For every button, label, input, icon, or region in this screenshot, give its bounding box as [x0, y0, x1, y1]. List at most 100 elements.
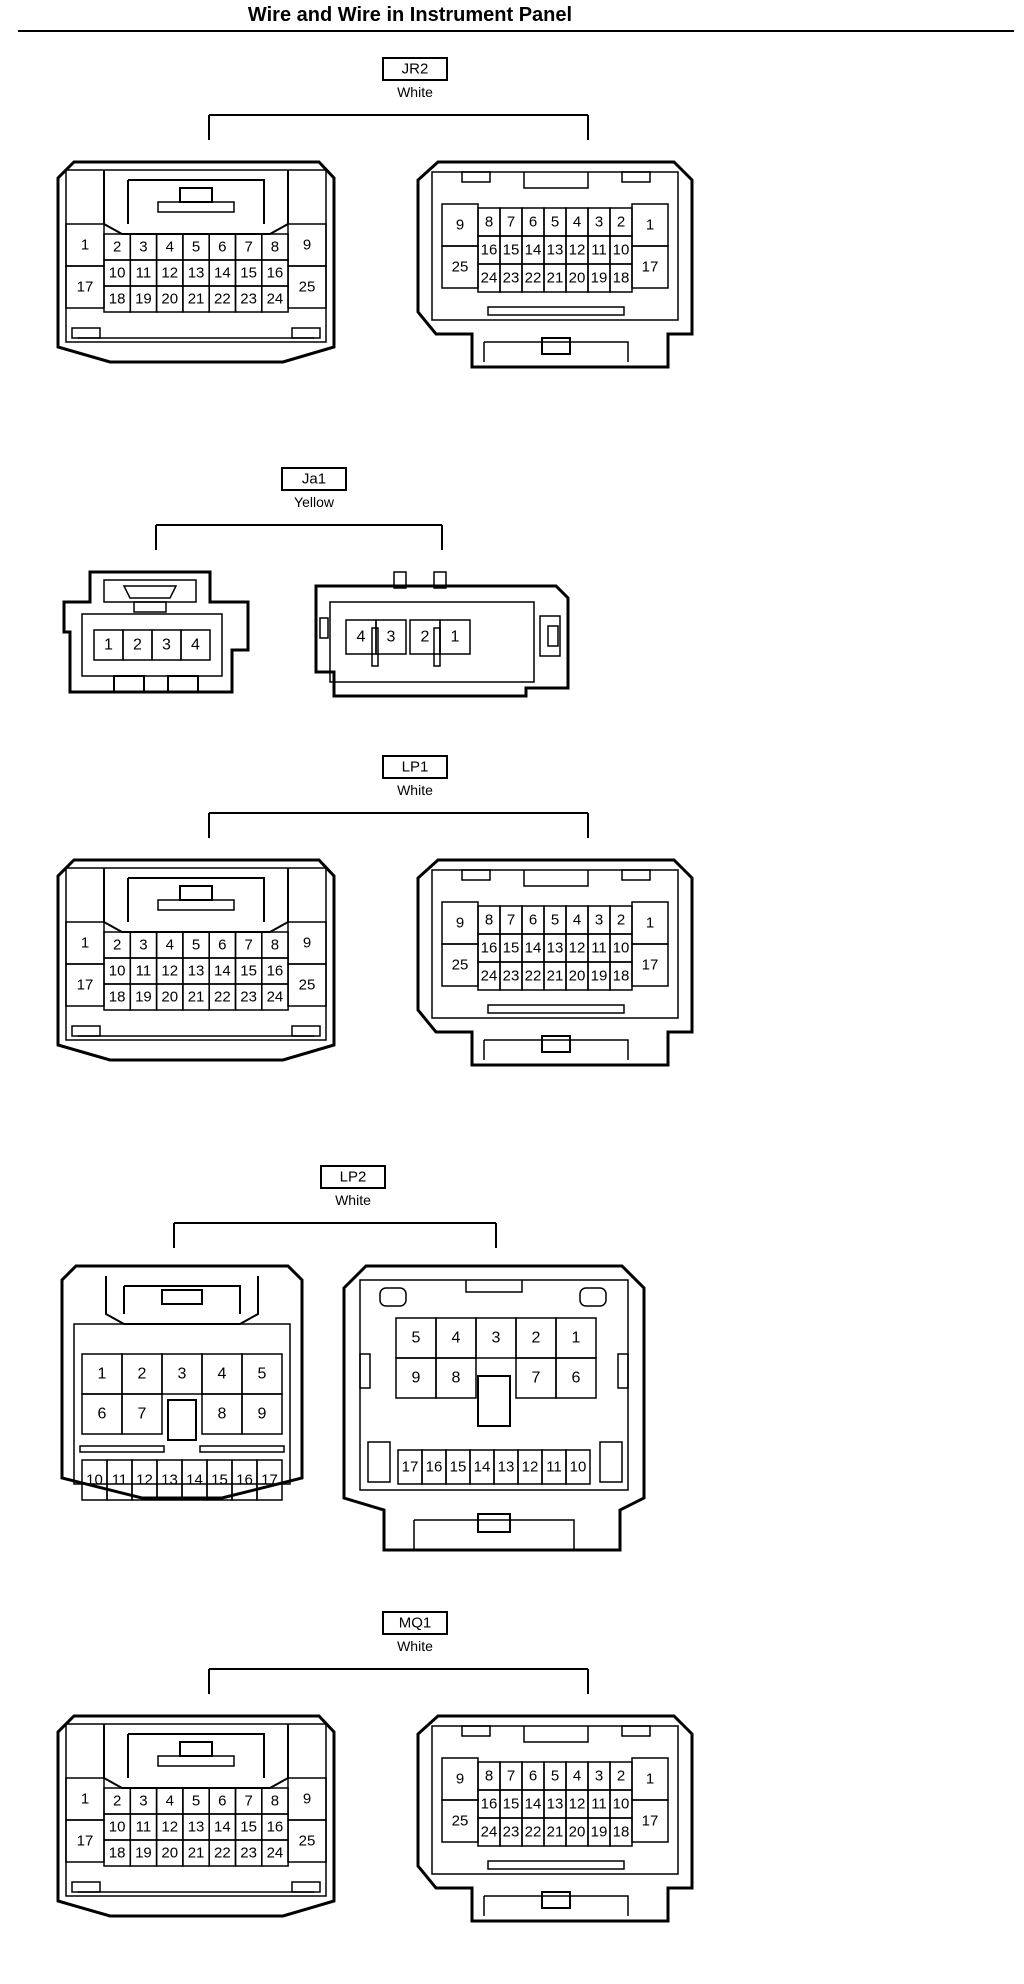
- pin-number: 1: [81, 237, 89, 254]
- pin-number: 13: [547, 242, 564, 259]
- connector-id: JR2: [402, 61, 429, 78]
- pin-number: 16: [481, 242, 498, 259]
- pin-number: 24: [267, 989, 284, 1006]
- pin-number: 3: [139, 1793, 147, 1810]
- connector-color: White: [397, 782, 433, 798]
- pin-number: 5: [192, 937, 200, 954]
- pin-number: 1: [646, 915, 654, 932]
- housing-outline: [56, 858, 336, 1062]
- pin-cell: [261, 983, 289, 1011]
- pin-number: 16: [267, 265, 284, 282]
- pin-number: 3: [595, 214, 603, 231]
- pin-number: 15: [503, 242, 520, 259]
- pin-number: 6: [529, 1768, 537, 1785]
- housing-outline: [416, 160, 694, 369]
- pin-number: 14: [214, 963, 231, 980]
- pin-number: 6: [218, 1793, 226, 1810]
- pin-number: 4: [573, 1768, 581, 1785]
- pin-number: 14: [214, 265, 231, 282]
- pin-number: 9: [303, 237, 311, 254]
- pin-number: 25: [452, 957, 469, 974]
- pin-number: 19: [591, 968, 608, 985]
- pin-number: 4: [357, 629, 366, 646]
- pin-number: 13: [547, 940, 564, 957]
- pin-number: 2: [617, 912, 625, 929]
- key-block: [167, 1399, 197, 1441]
- pin-number: 12: [569, 940, 586, 957]
- key-slot-right: [621, 171, 651, 183]
- pin-number: 11: [112, 1472, 128, 1489]
- pin-cell: [375, 619, 407, 655]
- side-rib-left: [359, 1353, 371, 1389]
- pin-number: 6: [98, 1406, 107, 1423]
- latch-foot-left: [71, 1025, 101, 1037]
- pin-number: 1: [646, 217, 654, 234]
- top-rib-left: [393, 571, 407, 589]
- pin-number: 16: [267, 963, 284, 980]
- lock-bar: [157, 201, 235, 213]
- pin-number: 23: [503, 270, 520, 287]
- pin-number: 16: [267, 1819, 284, 1836]
- pin-number: 18: [613, 270, 630, 287]
- pin-number: 18: [109, 1845, 126, 1862]
- connector-id: LP2: [340, 1169, 367, 1186]
- pin-number: 2: [617, 1768, 625, 1785]
- pin-number: 8: [485, 912, 493, 929]
- pin-number: 18: [109, 989, 126, 1006]
- pin-number: 11: [546, 1459, 562, 1476]
- pin-number: 17: [77, 279, 94, 296]
- pin-number: 14: [214, 1819, 231, 1836]
- pin-number: 6: [218, 937, 226, 954]
- pin-number: 12: [161, 265, 178, 282]
- pin-cavity: [81, 613, 223, 677]
- lock-bar: [133, 601, 167, 613]
- pin-number: 6: [572, 1370, 581, 1387]
- bottom-rail: [487, 1860, 625, 1870]
- pin-number: 17: [402, 1459, 419, 1476]
- pin-number: 8: [218, 1406, 227, 1423]
- connector-id-box: [382, 57, 448, 81]
- pin-number: 5: [412, 1330, 421, 1347]
- pin-number: 8: [271, 1793, 279, 1810]
- pin-number: 12: [522, 1459, 539, 1476]
- pin-cell: [121, 1393, 163, 1435]
- pin-cell: [241, 1393, 283, 1435]
- side-block-left: [367, 1441, 391, 1483]
- center-key: [523, 870, 589, 887]
- pin-number: 11: [136, 963, 152, 980]
- pin-number: 9: [456, 1771, 464, 1788]
- pin-number: 23: [240, 291, 257, 308]
- pin-number: 16: [481, 1796, 498, 1813]
- pin-number: 13: [498, 1459, 515, 1476]
- pin-number: 11: [591, 242, 607, 259]
- pin-number: 7: [244, 937, 252, 954]
- pin-number: 14: [525, 940, 542, 957]
- lock-button: [541, 1891, 571, 1909]
- pin-number: 17: [77, 1833, 94, 1850]
- pin-number: 21: [188, 291, 205, 308]
- housing-inner: [431, 1725, 679, 1875]
- housing-outline: [416, 1714, 694, 1923]
- pin-number: 5: [551, 912, 559, 929]
- pin-number: 20: [161, 989, 178, 1006]
- divider: [371, 627, 379, 667]
- pin-number: 10: [570, 1459, 587, 1476]
- pin-number: 10: [109, 1819, 126, 1836]
- pin-number: 19: [135, 989, 152, 1006]
- pin-number: 20: [569, 270, 586, 287]
- pin-number: 4: [191, 637, 200, 654]
- pin-number: 24: [267, 291, 284, 308]
- pin-number: 21: [188, 989, 205, 1006]
- latch-foot-right: [291, 1881, 321, 1893]
- connector-color: White: [335, 1192, 371, 1208]
- pin-number: 3: [595, 912, 603, 929]
- key-slot-right: [579, 1287, 607, 1307]
- pin-number: 15: [450, 1459, 467, 1476]
- pin-number: 22: [214, 1845, 231, 1862]
- rail-right: [199, 1445, 285, 1453]
